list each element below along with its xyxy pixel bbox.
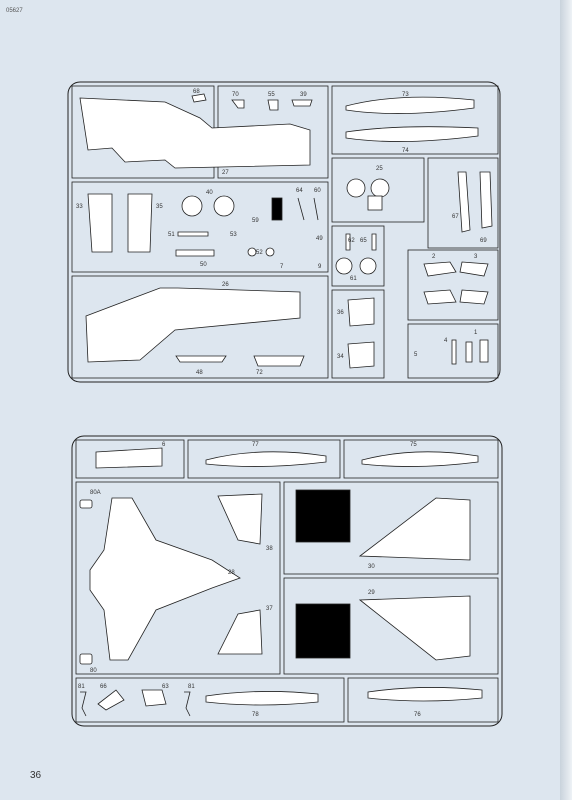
label-63: 63 xyxy=(162,684,169,690)
label-69: 69 xyxy=(480,238,487,244)
part-74 xyxy=(345,126,479,142)
label-35: 35 xyxy=(156,204,163,210)
label-37: 37 xyxy=(266,606,273,612)
label-53: 53 xyxy=(230,232,237,238)
part-29 xyxy=(358,595,471,661)
label-67: 67 xyxy=(452,214,459,220)
label-74: 74 xyxy=(402,148,409,154)
label-51: 51 xyxy=(168,232,175,238)
label-55: 55 xyxy=(268,92,275,98)
label-2: 2 xyxy=(432,254,436,260)
label-7: 7 xyxy=(280,264,284,270)
sprue-frame-lower xyxy=(71,435,503,727)
label-9: 9 xyxy=(318,264,322,270)
label-59: 59 xyxy=(252,218,259,224)
label-49: 49 xyxy=(316,236,323,242)
sprue-frame-upper xyxy=(67,81,501,383)
label-26: 26 xyxy=(222,282,229,288)
product-code: 05627 xyxy=(6,8,23,14)
label-68: 68 xyxy=(193,89,200,95)
label-36: 36 xyxy=(337,310,344,316)
label-64: 64 xyxy=(296,188,303,194)
label-77: 77 xyxy=(252,442,259,448)
label-72: 72 xyxy=(256,370,263,376)
lower-part-labels: 6 77 75 80A 38 28 30 37 29 80 81 66 63 8… xyxy=(78,442,421,718)
label-50: 50 xyxy=(200,262,207,268)
label-73: 73 xyxy=(402,92,409,98)
label-48: 48 xyxy=(196,370,203,376)
part-73 xyxy=(345,96,475,114)
part-6 xyxy=(95,447,163,469)
label-52: 52 xyxy=(256,250,263,256)
label-30: 30 xyxy=(368,564,375,570)
label-75: 75 xyxy=(410,442,417,448)
label-1: 1 xyxy=(474,330,478,336)
black-block-lower xyxy=(295,603,351,659)
label-6: 6 xyxy=(162,442,166,448)
upper-part-labels: 68 70 55 39 73 74 27 25 40 64 60 33 35 5… xyxy=(76,89,487,376)
label-65: 65 xyxy=(360,238,367,244)
label-66: 66 xyxy=(100,684,107,690)
label-80: 80 xyxy=(90,668,97,674)
part-26 xyxy=(85,287,301,363)
label-60: 60 xyxy=(314,188,321,194)
label-62: 62 xyxy=(348,238,355,244)
label-3: 3 xyxy=(474,254,478,260)
label-33: 33 xyxy=(76,204,83,210)
label-80a: 80A xyxy=(90,490,101,496)
label-4: 4 xyxy=(444,338,448,344)
label-25: 25 xyxy=(376,166,383,172)
label-78: 78 xyxy=(252,712,259,718)
label-38: 38 xyxy=(266,546,273,552)
label-27: 27 xyxy=(222,170,229,176)
label-81-right: 81 xyxy=(188,684,195,690)
label-29: 29 xyxy=(368,590,375,596)
label-70: 70 xyxy=(232,92,239,98)
label-76: 76 xyxy=(414,712,421,718)
label-34: 34 xyxy=(337,354,344,360)
part-27 xyxy=(79,97,311,169)
page-edge xyxy=(560,0,572,800)
black-block-upper xyxy=(295,489,351,543)
label-61: 61 xyxy=(350,276,357,282)
label-28: 28 xyxy=(228,570,235,576)
label-39: 39 xyxy=(300,92,307,98)
label-40: 40 xyxy=(206,190,213,196)
part-30 xyxy=(358,497,471,561)
page-number: 36 xyxy=(30,770,42,781)
part-28 xyxy=(89,497,241,661)
label-5: 5 xyxy=(414,352,418,358)
label-81-left: 81 xyxy=(78,684,85,690)
